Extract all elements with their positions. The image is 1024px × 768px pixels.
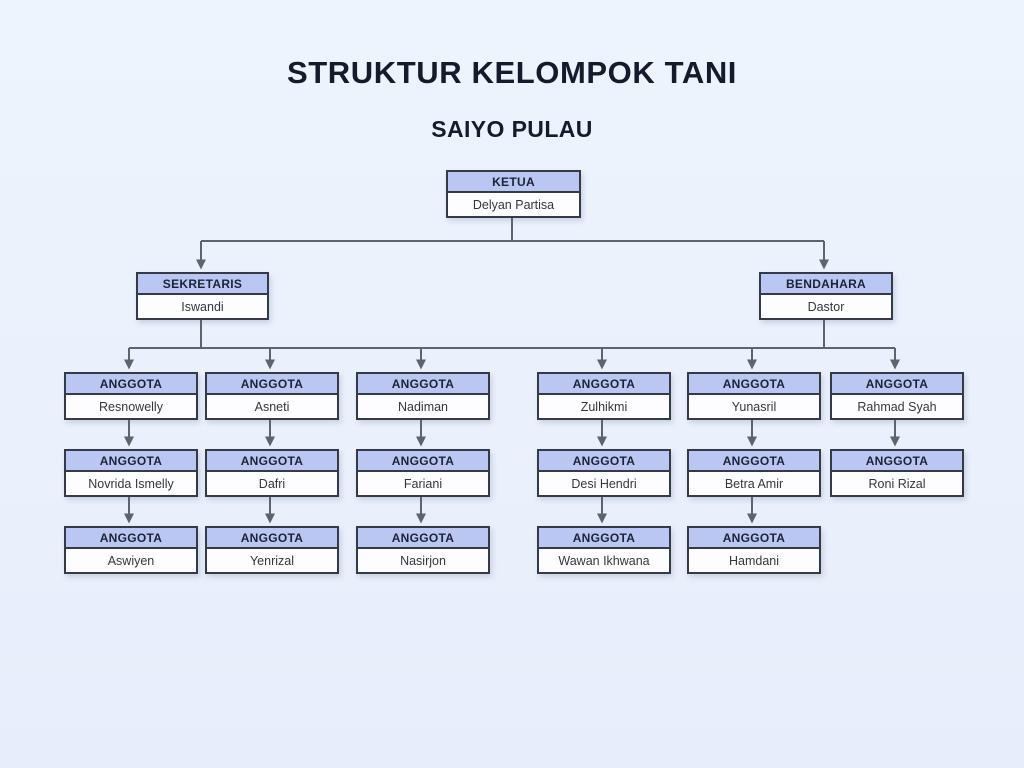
org-node-anggota: ANGGOTA Aswiyen [64, 526, 198, 574]
org-node-anggota: ANGGOTA Yenrizal [205, 526, 339, 574]
role-label: ANGGOTA [66, 451, 196, 472]
member-name: Hamdani [728, 553, 780, 568]
org-node-anggota: ANGGOTA Yunasril [687, 372, 821, 420]
role-label: ANGGOTA [66, 528, 196, 549]
org-node-anggota: ANGGOTA Resnowelly [64, 372, 198, 420]
member-name: Desi Hendri [571, 476, 637, 491]
role-label: ANGGOTA [689, 528, 819, 549]
role-label: SEKRETARIS [138, 274, 267, 295]
role-label: ANGGOTA [66, 374, 196, 395]
org-node-anggota: ANGGOTA Fariani [356, 449, 490, 497]
org-node-anggota: ANGGOTA Desi Hendri [537, 449, 671, 497]
member-name: Resnowelly [99, 399, 163, 414]
page-subtitle: SAIYO PULAU [431, 116, 593, 142]
member-name: Iswandi [181, 299, 224, 314]
role-label: ANGGOTA [207, 528, 337, 549]
org-node-anggota: ANGGOTA Dafri [205, 449, 339, 497]
org-node-bendahara: BENDAHARA Dastor [759, 272, 893, 320]
member-name: Asneti [254, 399, 290, 414]
role-label: ANGGOTA [539, 528, 669, 549]
role-label: ANGGOTA [358, 528, 488, 549]
member-name: Dastor [807, 299, 845, 314]
org-node-anggota: ANGGOTA Nadiman [356, 372, 490, 420]
org-node-anggota: ANGGOTA Asneti [205, 372, 339, 420]
org-node-ketua: KETUA Delyan Partisa [446, 170, 581, 218]
org-node-anggota: ANGGOTA Novrida Ismelly [64, 449, 198, 497]
role-label: ANGGOTA [832, 374, 962, 395]
role-label: BENDAHARA [761, 274, 891, 295]
role-label: ANGGOTA [358, 374, 488, 395]
role-label: ANGGOTA [207, 451, 337, 472]
org-node-anggota: ANGGOTA Hamdani [687, 526, 821, 574]
org-node-anggota: ANGGOTA Nasirjon [356, 526, 490, 574]
member-name: Wawan Ikhwana [558, 553, 650, 568]
page-title: STRUKTUR KELOMPOK TANI [286, 55, 738, 90]
org-node-anggota: ANGGOTA Roni Rizal [830, 449, 964, 497]
org-node-anggota: ANGGOTA Rahmad Syah [830, 372, 964, 420]
role-label: ANGGOTA [207, 374, 337, 395]
org-node-anggota: ANGGOTA Betra Amir [687, 449, 821, 497]
org-node-sekretaris: SEKRETARIS Iswandi [136, 272, 269, 320]
member-name: Delyan Partisa [472, 197, 555, 212]
member-name: Novrida Ismelly [88, 476, 174, 491]
member-name: Fariani [403, 476, 443, 491]
role-label: ANGGOTA [539, 374, 669, 395]
member-name: Rahmad Syah [857, 399, 937, 414]
member-name: Aswiyen [107, 553, 155, 568]
member-name: Nasirjon [400, 553, 446, 568]
member-name: Yunasril [731, 399, 777, 414]
role-label: ANGGOTA [689, 451, 819, 472]
member-name: Nadiman [397, 399, 449, 414]
member-name: Roni Rizal [868, 476, 926, 491]
role-label: ANGGOTA [689, 374, 819, 395]
role-label: ANGGOTA [832, 451, 962, 472]
role-label: ANGGOTA [539, 451, 669, 472]
org-node-anggota: ANGGOTA Wawan Ikhwana [537, 526, 671, 574]
member-name: Yenrizal [249, 553, 294, 568]
member-name: Dafri [258, 476, 286, 491]
member-name: Betra Amir [724, 476, 784, 491]
org-node-anggota: ANGGOTA Zulhikmi [537, 372, 671, 420]
member-name: Zulhikmi [580, 399, 628, 414]
role-label: ANGGOTA [358, 451, 488, 472]
role-label: KETUA [448, 172, 579, 193]
